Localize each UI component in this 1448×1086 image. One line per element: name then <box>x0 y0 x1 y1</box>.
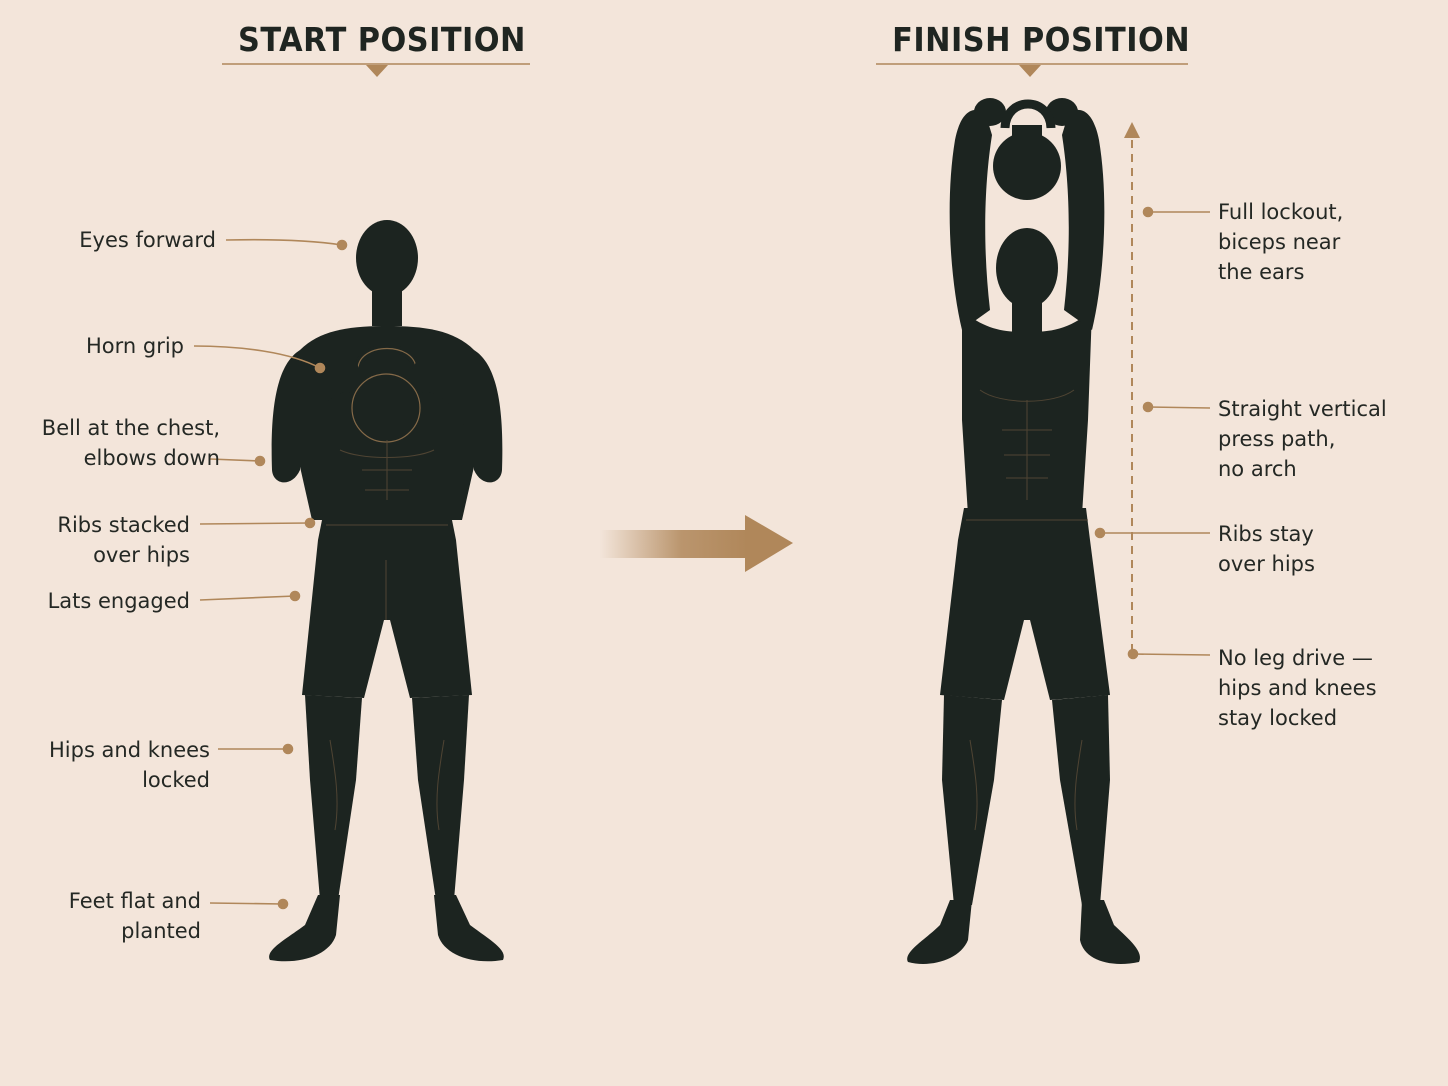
label-hips-knees-locked: Hips and knees locked <box>48 738 210 792</box>
start-heading-underline <box>222 63 530 77</box>
label-bell-at-chest: Bell at the chest, elbows down <box>41 416 220 470</box>
label-feet-flat: Feet flat and planted <box>68 889 201 943</box>
transition-arrow <box>600 515 793 572</box>
finish-kettlebell <box>993 99 1061 200</box>
finish-position-heading: FINISH POSITION <box>892 20 1191 59</box>
finish-figure <box>907 98 1141 964</box>
press-path-arrow <box>1124 122 1140 650</box>
start-figure <box>269 220 504 962</box>
start-position-heading: START POSITION <box>238 20 526 59</box>
start-figure-contours <box>326 440 448 831</box>
start-kettlebell <box>332 344 440 443</box>
finish-leader-lines <box>1094 206 1211 660</box>
label-ribs-stacked: Ribs stacked over hips <box>57 513 190 567</box>
finish-heading-underline <box>876 63 1188 77</box>
label-no-leg-drive: No leg drive — hips and knees stay locke… <box>1218 646 1377 730</box>
label-straight-press-path: Straight vertical press path, no arch <box>1218 397 1387 481</box>
label-full-lockout: Full lockout, biceps near the ears <box>1218 200 1344 284</box>
label-ribs-stay: Ribs stay over hips <box>1218 522 1315 576</box>
start-leader-lines <box>193 238 348 910</box>
label-horn-grip: Horn grip <box>85 334 184 358</box>
finish-figure-contours <box>966 389 1088 831</box>
label-lats-engaged: Lats engaged <box>47 589 190 613</box>
label-eyes-forward: Eyes forward <box>79 228 216 252</box>
